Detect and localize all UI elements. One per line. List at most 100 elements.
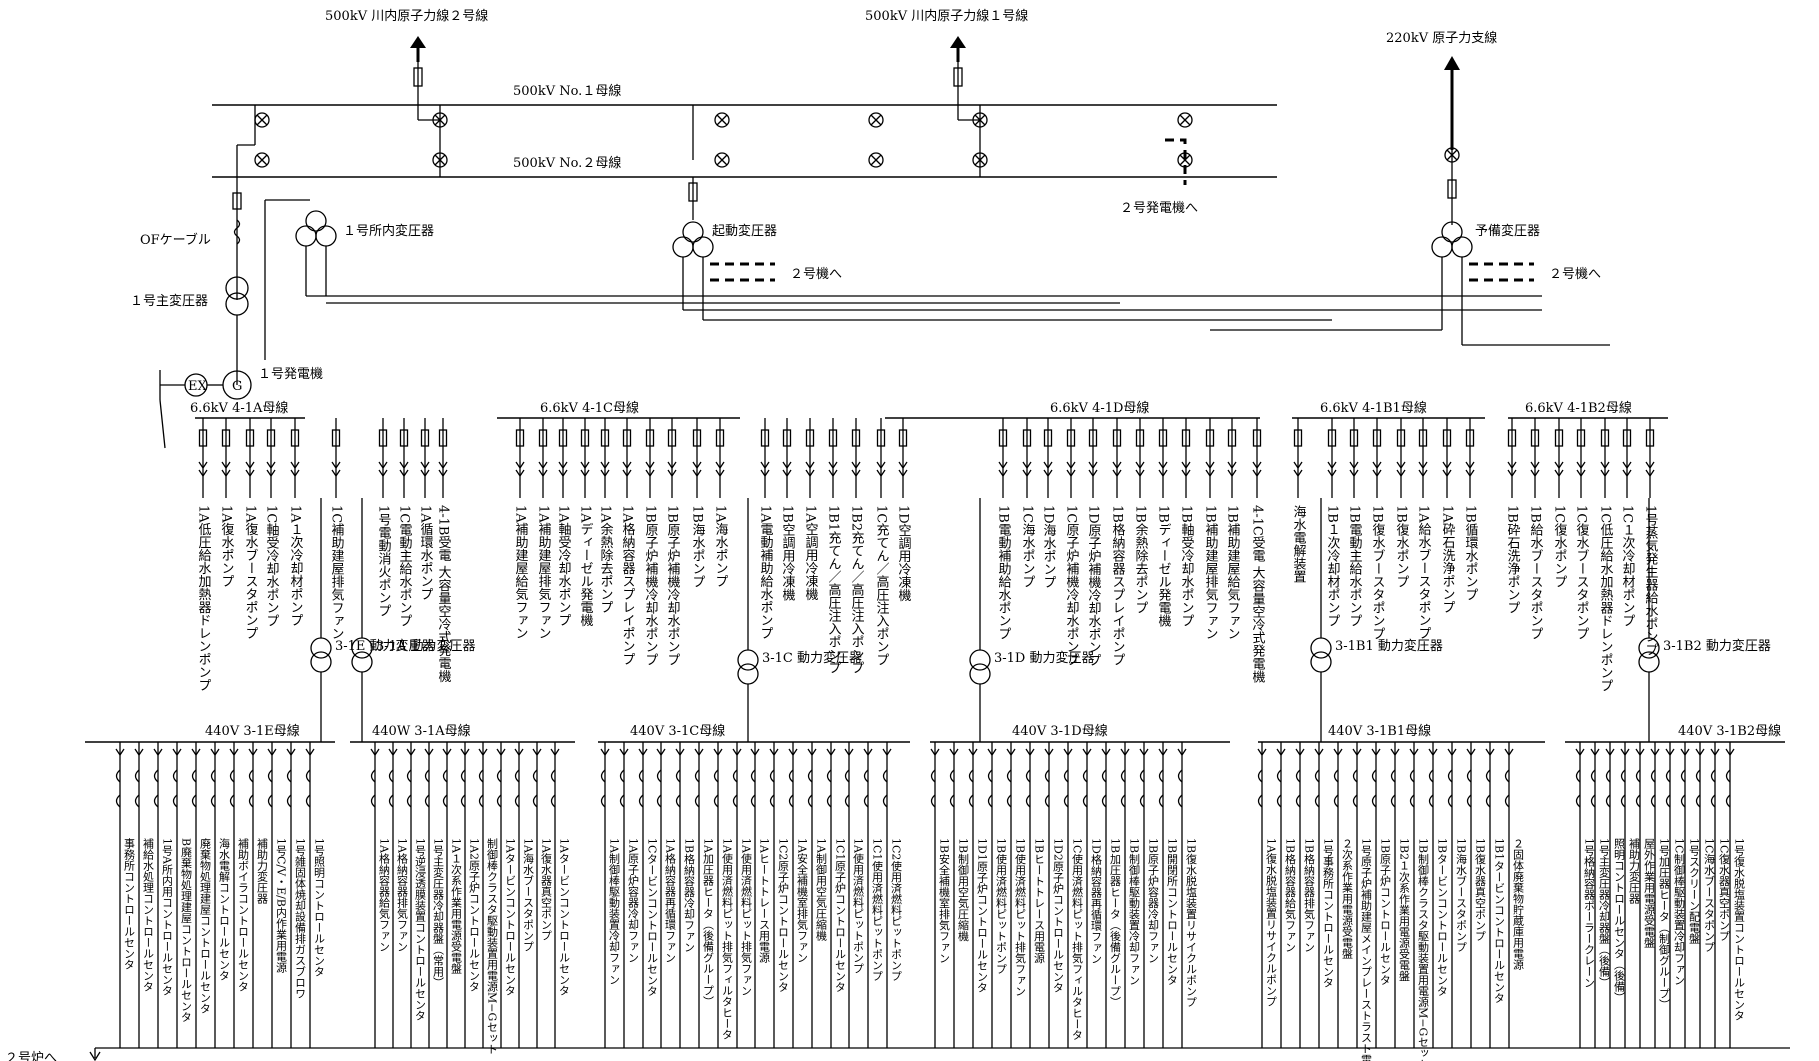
power-transformer-icon: 3-1A 動力変圧器 bbox=[351, 498, 475, 742]
lv-bus-label: 440V 3-1E母線 bbox=[205, 723, 300, 739]
lv-feeder: 1A格納容器給気ファン bbox=[370, 742, 391, 1048]
lv-feeder: 1Bヒートトレース用電源 bbox=[1025, 742, 1046, 1048]
hv-feeder: 1A軸受冷却水ポンプ bbox=[556, 418, 572, 627]
hv-load-label: 1A復水ポンプ bbox=[219, 505, 235, 588]
lv-load-label: 1A格納容器排気ファン bbox=[396, 838, 409, 952]
hv-feeder: 1C低圧給水加熱器ドレンポンプ bbox=[1598, 418, 1613, 693]
lv-load-label: 1Cタービンコントロールセンタ bbox=[646, 838, 659, 996]
hv-load-label: 1A空調用冷凍機 bbox=[803, 505, 819, 601]
line2-label: 500kV 川内原子力線２号線 bbox=[325, 8, 488, 24]
lv-feeder: 1C1原子炉コントロールセンタ bbox=[826, 742, 847, 1048]
lv-load-label: 1B制御棒駆動装置冷却ファン bbox=[1128, 838, 1141, 985]
power-tr-label: 3-1E 動力変圧器 bbox=[335, 638, 435, 654]
hv-load-label: 1C海水ポンプ bbox=[1020, 505, 1036, 589]
lv-load-label: ２次系作業用電源受電盤 bbox=[1341, 838, 1354, 959]
gen2-label: ２号発電機へ bbox=[1120, 201, 1198, 216]
circuit-breaker-icon bbox=[714, 152, 730, 168]
hv-feeder: 1B海水ポンプ bbox=[690, 418, 706, 588]
hv-load-label: 1C復水ブースタポンプ bbox=[1574, 505, 1590, 641]
lv-feeder: 1Aタービンコントロールセンタ bbox=[496, 742, 517, 1048]
lv-feeder: 1B格納容器排気ファン bbox=[1295, 742, 1316, 1048]
lv-load-label: 屋外作業用電源受電盤 bbox=[1643, 838, 1656, 948]
lv-feeder: 1C使用済燃料ピット排気フィルタヒータ bbox=[1063, 742, 1084, 1048]
hv-load-label: 1A海水ポンプ bbox=[713, 505, 729, 588]
lv-feeder: 1B制御用空気圧縮機 bbox=[949, 742, 970, 1048]
hv-load-label: 1B補助建屋給気ファン bbox=[1225, 505, 1241, 640]
bus1-label: 500kV No.１母線 bbox=[513, 83, 621, 99]
hv-load-label: 1B原子炉補機冷却水ポンプ bbox=[665, 505, 681, 666]
lv-feeder: 1C復水器真空ポンプ bbox=[1710, 742, 1731, 1048]
hv-feeder: 1C軸受冷却水ポンプ bbox=[264, 418, 279, 628]
lv-feeder: ２固体廃棄物貯蔵庫用電源 bbox=[1504, 742, 1525, 1048]
lv-load-label: 1B格納容器排気ファン bbox=[1303, 838, 1316, 952]
lv-load-label: 1B制御用空気圧縮機 bbox=[957, 838, 970, 942]
lv-load-label: 1A使用済燃料ピットポンプ bbox=[852, 838, 865, 974]
lv-feeder: 海水電解コントロールセンタ bbox=[210, 742, 231, 1048]
hv-load-label: 1A循環水ポンプ bbox=[418, 505, 434, 601]
hv-load-label: 1D海水ポンプ bbox=[1041, 505, 1057, 589]
lv-feeder: 1号原子炉補助建屋メインプレーストラスト電源 bbox=[1352, 742, 1373, 1061]
lv-load-label: 1A使用済燃料ピット排気フィルタヒータ bbox=[721, 838, 734, 1040]
of-cable-label: OFケーブル bbox=[140, 232, 211, 248]
lv-load-label: 1号スクリーン配電盤 bbox=[1688, 838, 1701, 944]
lv-load-label: 1C2使用済燃料ピットポンプ bbox=[890, 838, 903, 981]
lv-feeder: 1Aヒートトレース用電源 bbox=[750, 742, 771, 1048]
hv-feeder: 1B電動補助給水ポンプ bbox=[996, 418, 1011, 640]
hv-feeder: 1B循環水ポンプ bbox=[1463, 418, 1478, 601]
hv-feeder: 1D海水ポンプ bbox=[1041, 418, 1057, 589]
power-transformer-icon: 3-1B1 動力変圧器 bbox=[1310, 498, 1443, 742]
hv-feeder: 1B1充てん／高圧注入ポンプ bbox=[826, 418, 841, 675]
hv-feeder: 1B砕石洗浄ポンプ bbox=[1505, 418, 1521, 614]
lv-bus-label: 440V 3-1B2母線 bbox=[1678, 723, 1781, 739]
lv-feeder: 1B格納容器給気ファン bbox=[1276, 742, 1297, 1048]
lv-feeder: 1号格納容器ポーラークレーン bbox=[1575, 742, 1596, 1048]
branch220-label: 220kV 原子力支線 bbox=[1386, 30, 1497, 46]
hv-load-label: 1C電動主給水ポンプ bbox=[397, 505, 413, 628]
lv-feeder: 1A復水脱塩装置リサイクルポンプ bbox=[1257, 742, 1278, 1048]
hv-feeder: 1B復水ポンプ bbox=[1394, 418, 1409, 588]
hv-feeder: 1B余熱除去ポンプ bbox=[1133, 418, 1148, 614]
gen1-label: １号発電機 bbox=[258, 367, 323, 382]
hv-load-label: 1C１次冷却材ポンプ bbox=[1620, 505, 1636, 628]
hv-feeder: 1B電動主給水ポンプ bbox=[1347, 418, 1362, 627]
circuit-breaker-icon bbox=[868, 112, 884, 128]
hv-load-label: 1C原子炉補機冷却水ポンプ bbox=[1064, 505, 1080, 667]
hv-feeder: 1A給水ブースタポンプ bbox=[1416, 418, 1431, 640]
hv-feeder: 1B復水ブースタポンプ bbox=[1370, 418, 1385, 640]
lv-load-label: 1A復水器真空ポンプ bbox=[540, 838, 553, 941]
hv-load-label: 1A軸受冷却水ポンプ bbox=[556, 505, 572, 627]
lv-load-label: 1号主変圧器冷却器盤（後備） bbox=[1598, 838, 1611, 988]
lv-feeder: 1号事務所コントロールセンタ bbox=[1314, 742, 1335, 1048]
hv-load-label: 1B海水ポンプ bbox=[690, 505, 706, 588]
lv-load-label: 1B安全補機室排気ファン bbox=[938, 838, 951, 963]
power-transformer-icon: 3-1E 動力変圧器 bbox=[310, 498, 435, 742]
hv-feeder: 1A電動補助給水ポンプ bbox=[758, 418, 773, 640]
lv-load-label: 1B格納容器給気ファン bbox=[1284, 838, 1297, 952]
lv-feeder: 1号スクリーン配電盤 bbox=[1680, 742, 1701, 1048]
hv-feeder: 4-1C受電 大容量空冷式発電機 bbox=[1250, 418, 1265, 683]
power-tr-label: 3-1A 動力変圧器 bbox=[376, 638, 475, 654]
lv-load-label: 1C1使用済燃料ピットポンプ bbox=[871, 838, 884, 981]
lv-load-label: 1C制御棒駆動装置冷却ファン bbox=[1673, 838, 1686, 985]
hv-load-label: 1B砕石洗浄ポンプ bbox=[1505, 505, 1521, 614]
hv-load-label: 1C補助建屋排気ファン bbox=[329, 505, 345, 640]
lv-feeder: 1号主変圧器冷却器盤（常用） bbox=[424, 742, 445, 1048]
lv-load-label: 海水電解コントロールセンタ bbox=[218, 837, 231, 981]
circuit-breaker-icon bbox=[1177, 112, 1193, 128]
lv-feeder: 1号雑固体焼却設備排ガスブロワ bbox=[286, 742, 307, 1048]
hv-bus-label: 6.6kV 4-1D母線 bbox=[1050, 400, 1149, 416]
start-tr-label: 起動変圧器 bbox=[712, 223, 777, 239]
lv-load-label: 1B復水器真空ポンプ bbox=[1474, 838, 1487, 941]
lv-feeder: 1B加圧器ヒータ（後備グループ） bbox=[1101, 742, 1122, 1048]
bus2-label: 500kV No.２母線 bbox=[513, 155, 621, 171]
hv-feeder: 1C復水ブースタポンプ bbox=[1574, 418, 1590, 641]
lv-feeder: B廃棄物処理建屋コントロールセンタ bbox=[172, 742, 193, 1048]
lv-feeder: 1A１次系作業用電源受電盤 bbox=[442, 742, 463, 1048]
lv-feeder: 1D格納容器再循環ファン bbox=[1082, 742, 1103, 1048]
hv-feeder: 1C原子炉補機冷却水ポンプ bbox=[1064, 418, 1080, 667]
hv-load-label: 1Aディーゼル発電機 bbox=[578, 505, 594, 627]
hv-load-label: 1B2充てん／高圧注入ポンプ bbox=[849, 505, 865, 675]
lv-load-label: 1B格納容器冷却ファン bbox=[683, 838, 696, 952]
lv-load-label: 1B原子炉コントロールセンタ bbox=[1379, 838, 1392, 985]
hv-feeder: 1Aディーゼル発電機 bbox=[578, 418, 594, 627]
